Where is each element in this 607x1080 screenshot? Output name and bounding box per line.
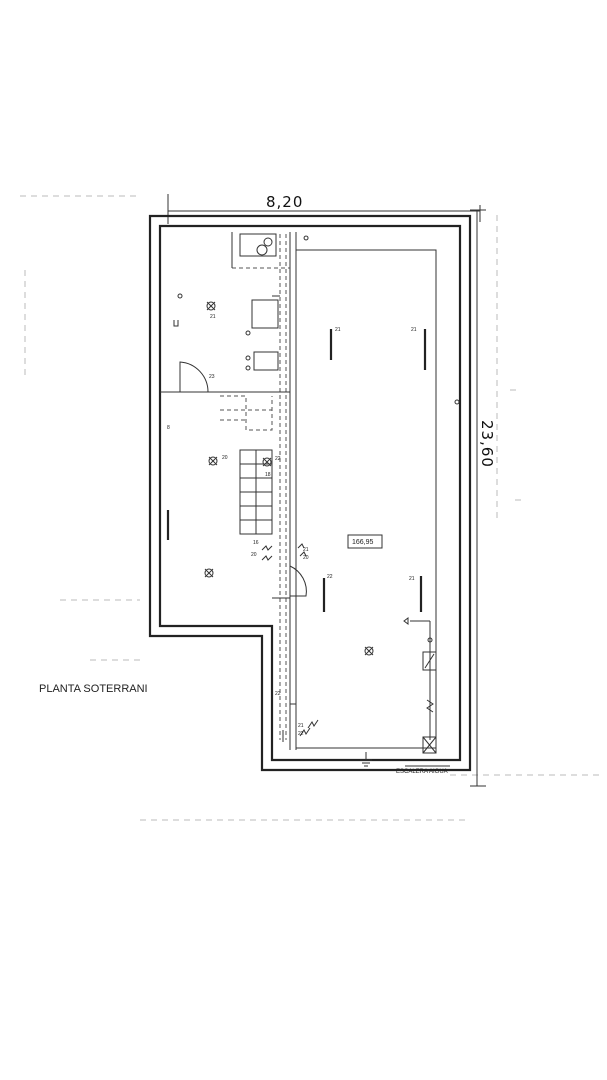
circuit-label: 18	[265, 472, 271, 478]
circuit-label: 20	[303, 555, 309, 561]
circuit-numbers: 21 23 21 21 20 22 18 16 20 21 20 22 21 2…	[167, 314, 417, 737]
width-dimension: 8,20	[167, 193, 481, 224]
lamp-icon	[204, 568, 214, 578]
lamp-icon	[208, 456, 218, 466]
circuit-label: 21	[210, 314, 216, 320]
circuit-label: 23	[209, 374, 215, 380]
depth-dimension: 23,60	[470, 209, 496, 787]
circuit-label: 21	[298, 723, 304, 729]
background-sketch-lines	[20, 195, 600, 821]
staircase	[220, 395, 273, 535]
service-fixtures	[239, 233, 280, 371]
circuit-label: 22	[275, 691, 281, 697]
circuit-label: 22	[298, 731, 304, 737]
stair-note: ESCALERA AIGUA	[396, 765, 450, 775]
circuit-label: 21	[411, 327, 417, 333]
plan-title: PLANTA SOTERRANI	[39, 683, 148, 695]
depth-dimension-text: 23,60	[478, 420, 496, 468]
electrical-panel-line	[403, 617, 437, 754]
circuit-label: 21	[303, 547, 309, 553]
light-tubes	[166, 329, 427, 612]
ceiling-lamps	[204, 301, 374, 656]
area-label: 166,95	[347, 534, 383, 549]
circuit-label: 8	[167, 425, 170, 431]
lamp-icon	[262, 457, 272, 467]
circuit-label: 16	[253, 540, 259, 546]
interior-partitions	[160, 232, 437, 750]
area-text: 166,95	[352, 539, 374, 546]
circuit-label: 21	[335, 327, 341, 333]
circuit-label: 20	[222, 455, 228, 461]
circuit-label: 22	[327, 574, 333, 580]
circuit-label: 22	[275, 456, 281, 462]
ground-symbol	[360, 752, 372, 767]
stair-note-text: ESCALERA AIGUA	[396, 769, 448, 775]
sockets	[173, 235, 460, 705]
lamp-icon	[364, 646, 374, 656]
circuit-label: 20	[251, 552, 257, 558]
doors	[179, 361, 307, 597]
switch-symbols	[261, 543, 319, 742]
lamp-icon	[206, 301, 216, 311]
circuit-label: 21	[409, 576, 415, 582]
width-dimension-text: 8,20	[266, 193, 303, 211]
outer-walls	[148, 214, 472, 772]
